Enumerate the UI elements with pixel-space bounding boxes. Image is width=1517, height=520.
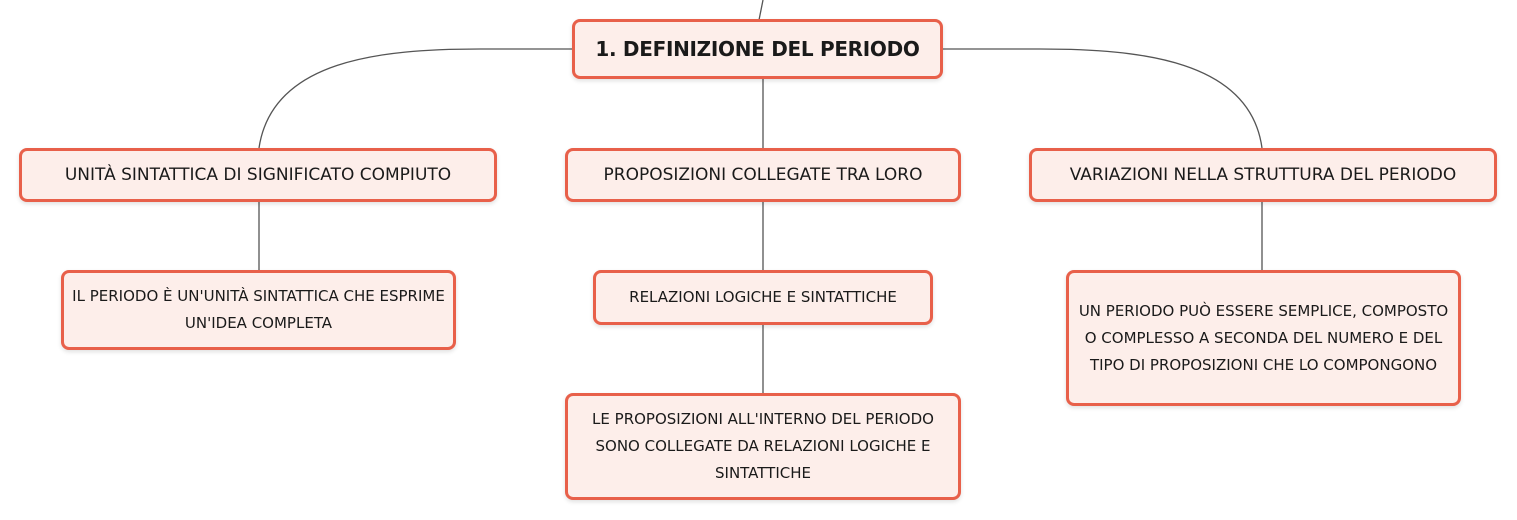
root-node[interactable]: 1. DEFINIZIONE DEL PERIODO — [572, 19, 943, 79]
connector-root-to-branch-1 — [258, 48, 572, 149]
child-node-proposizioni-interno[interactable]: LE PROPOSIZIONI ALL'INTERNO DEL PERIODO … — [565, 393, 961, 500]
child-node-relazioni-logiche[interactable]: RELAZIONI LOGICHE E SINTATTICHE — [593, 270, 933, 325]
branch-node-label: UNITÀ SINTATTICA DI SIGNIFICATO COMPIUTO — [64, 165, 452, 185]
child-node-label: IL PERIODO È UN'UNITÀ SINTATTICA CHE ESP… — [72, 287, 445, 332]
branch-node-variazioni-struttura[interactable]: VARIAZIONI NELLA STRUTTURA DEL PERIODO — [1029, 148, 1497, 202]
connector-root-to-branch-3 — [942, 48, 1263, 149]
child-node-periodo-semplice[interactable]: UN PERIODO PUÒ ESSERE SEMPLICE, COMPOSTO… — [1066, 270, 1461, 406]
branch-node-proposizioni-collegate[interactable]: PROPOSIZIONI COLLEGATE TRA LORO — [565, 148, 961, 202]
connector-parent-to-root — [758, 0, 764, 21]
branch-node-unita-sintattica[interactable]: UNITÀ SINTATTICA DI SIGNIFICATO COMPIUTO — [19, 148, 497, 202]
child-node-label: UN PERIODO PUÒ ESSERE SEMPLICE, COMPOSTO… — [1078, 301, 1449, 374]
child-node-label: LE PROPOSIZIONI ALL'INTERNO DEL PERIODO … — [592, 410, 934, 482]
root-node-label: 1. DEFINIZIONE DEL PERIODO — [595, 37, 920, 61]
branch-node-label: PROPOSIZIONI COLLEGATE TRA LORO — [603, 165, 923, 185]
child-node-label: RELAZIONI LOGICHE E SINTATTICHE — [629, 288, 897, 306]
child-node-periodo-unita[interactable]: IL PERIODO È UN'UNITÀ SINTATTICA CHE ESP… — [61, 270, 456, 350]
branch-node-label: VARIAZIONI NELLA STRUTTURA DEL PERIODO — [1069, 165, 1457, 185]
